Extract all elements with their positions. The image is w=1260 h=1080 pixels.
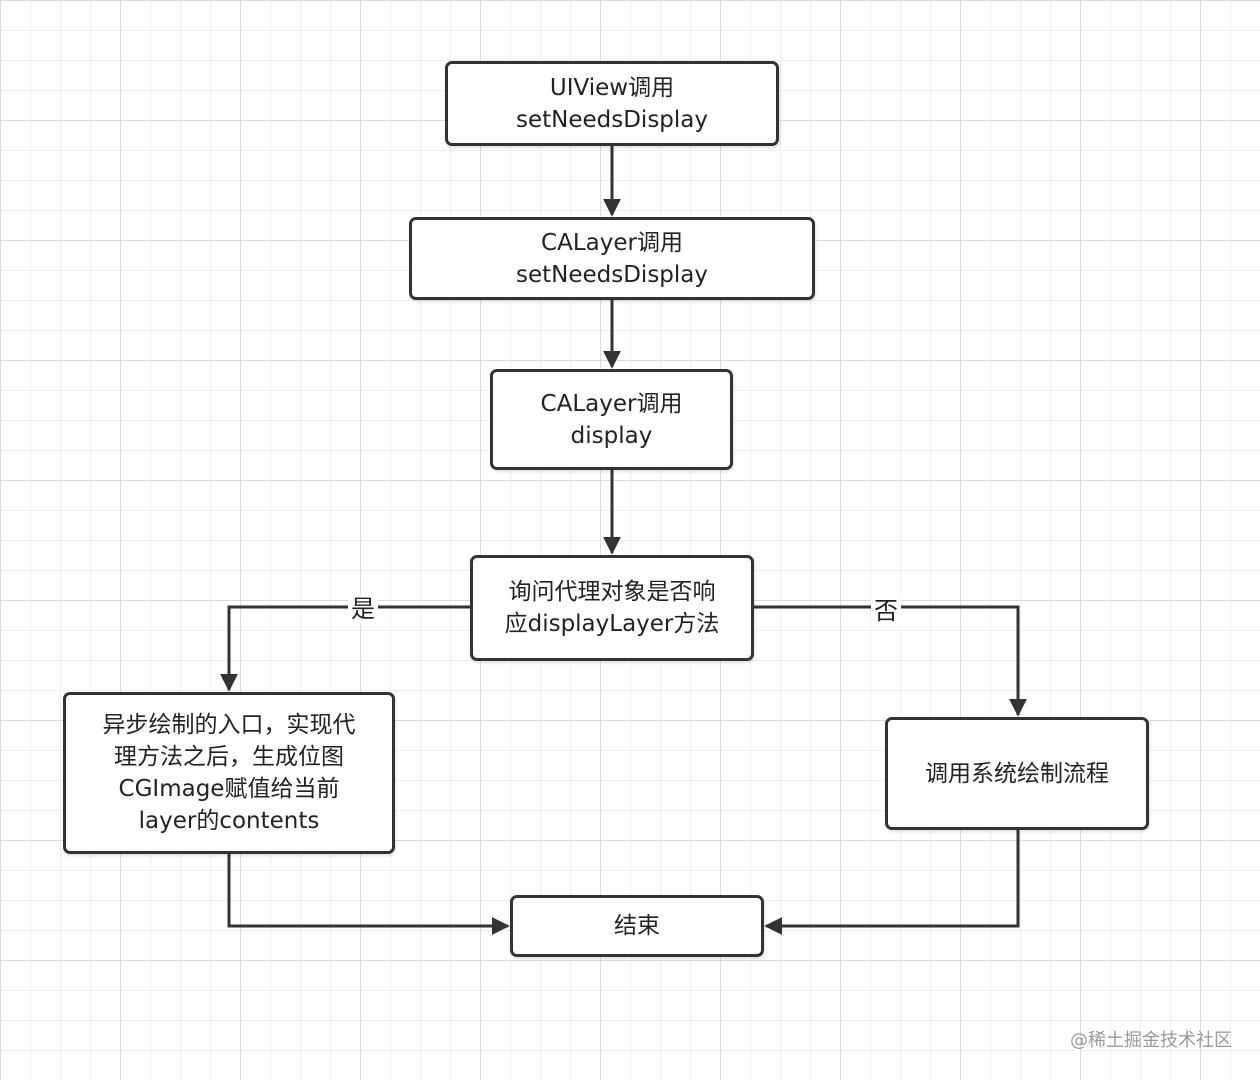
- node-async-draw: 异步绘制的入口，实现代 理方法之后，生成位图 CGImage赋值给当前 laye…: [63, 692, 395, 854]
- edge-decision-no-to-system: [754, 605, 1027, 717]
- node-text: layer的contents: [138, 808, 320, 834]
- node-uiview-setneedsdisplay: UIView调用 setNeedsDisplay: [445, 61, 779, 146]
- node-text: 应displayLayer方法: [504, 611, 720, 637]
- edge-async-to-end: [227, 854, 510, 935]
- edge-decision-yes-to-async: [220, 605, 470, 692]
- node-text: 调用系统绘制流程: [925, 760, 1109, 787]
- edge-label-yes: 是: [348, 595, 378, 623]
- node-text: UIView调用: [549, 74, 675, 101]
- node-text: setNeedsDisplay: [515, 261, 709, 288]
- node-text: CALayer调用: [541, 229, 683, 256]
- watermark-text: @稀土掘金技术社区: [1070, 1030, 1232, 1051]
- node-text: 理方法之后，生成位图: [114, 744, 344, 770]
- node-text: 结束: [614, 913, 660, 939]
- node-system-draw: 调用系统绘制流程: [885, 717, 1149, 830]
- node-calayer-setneedsdisplay: CALayer调用 setNeedsDisplay: [409, 217, 815, 300]
- node-end: 结束: [510, 895, 764, 957]
- node-calayer-display: CALayer调用 display: [490, 369, 733, 470]
- node-text: 询问代理对象是否响: [508, 579, 716, 605]
- node-text: 异步绘制的入口，实现代: [102, 712, 356, 738]
- node-text: setNeedsDisplay: [515, 106, 709, 133]
- edge-label-no: 否: [871, 597, 901, 625]
- node-text: CGImage赋值给当前: [118, 776, 340, 802]
- node-decision-delegate: 询问代理对象是否响 应displayLayer方法: [470, 555, 754, 661]
- edge-system-to-end: [764, 830, 1020, 935]
- node-text: display: [570, 422, 653, 449]
- node-text: CALayer调用: [540, 390, 683, 417]
